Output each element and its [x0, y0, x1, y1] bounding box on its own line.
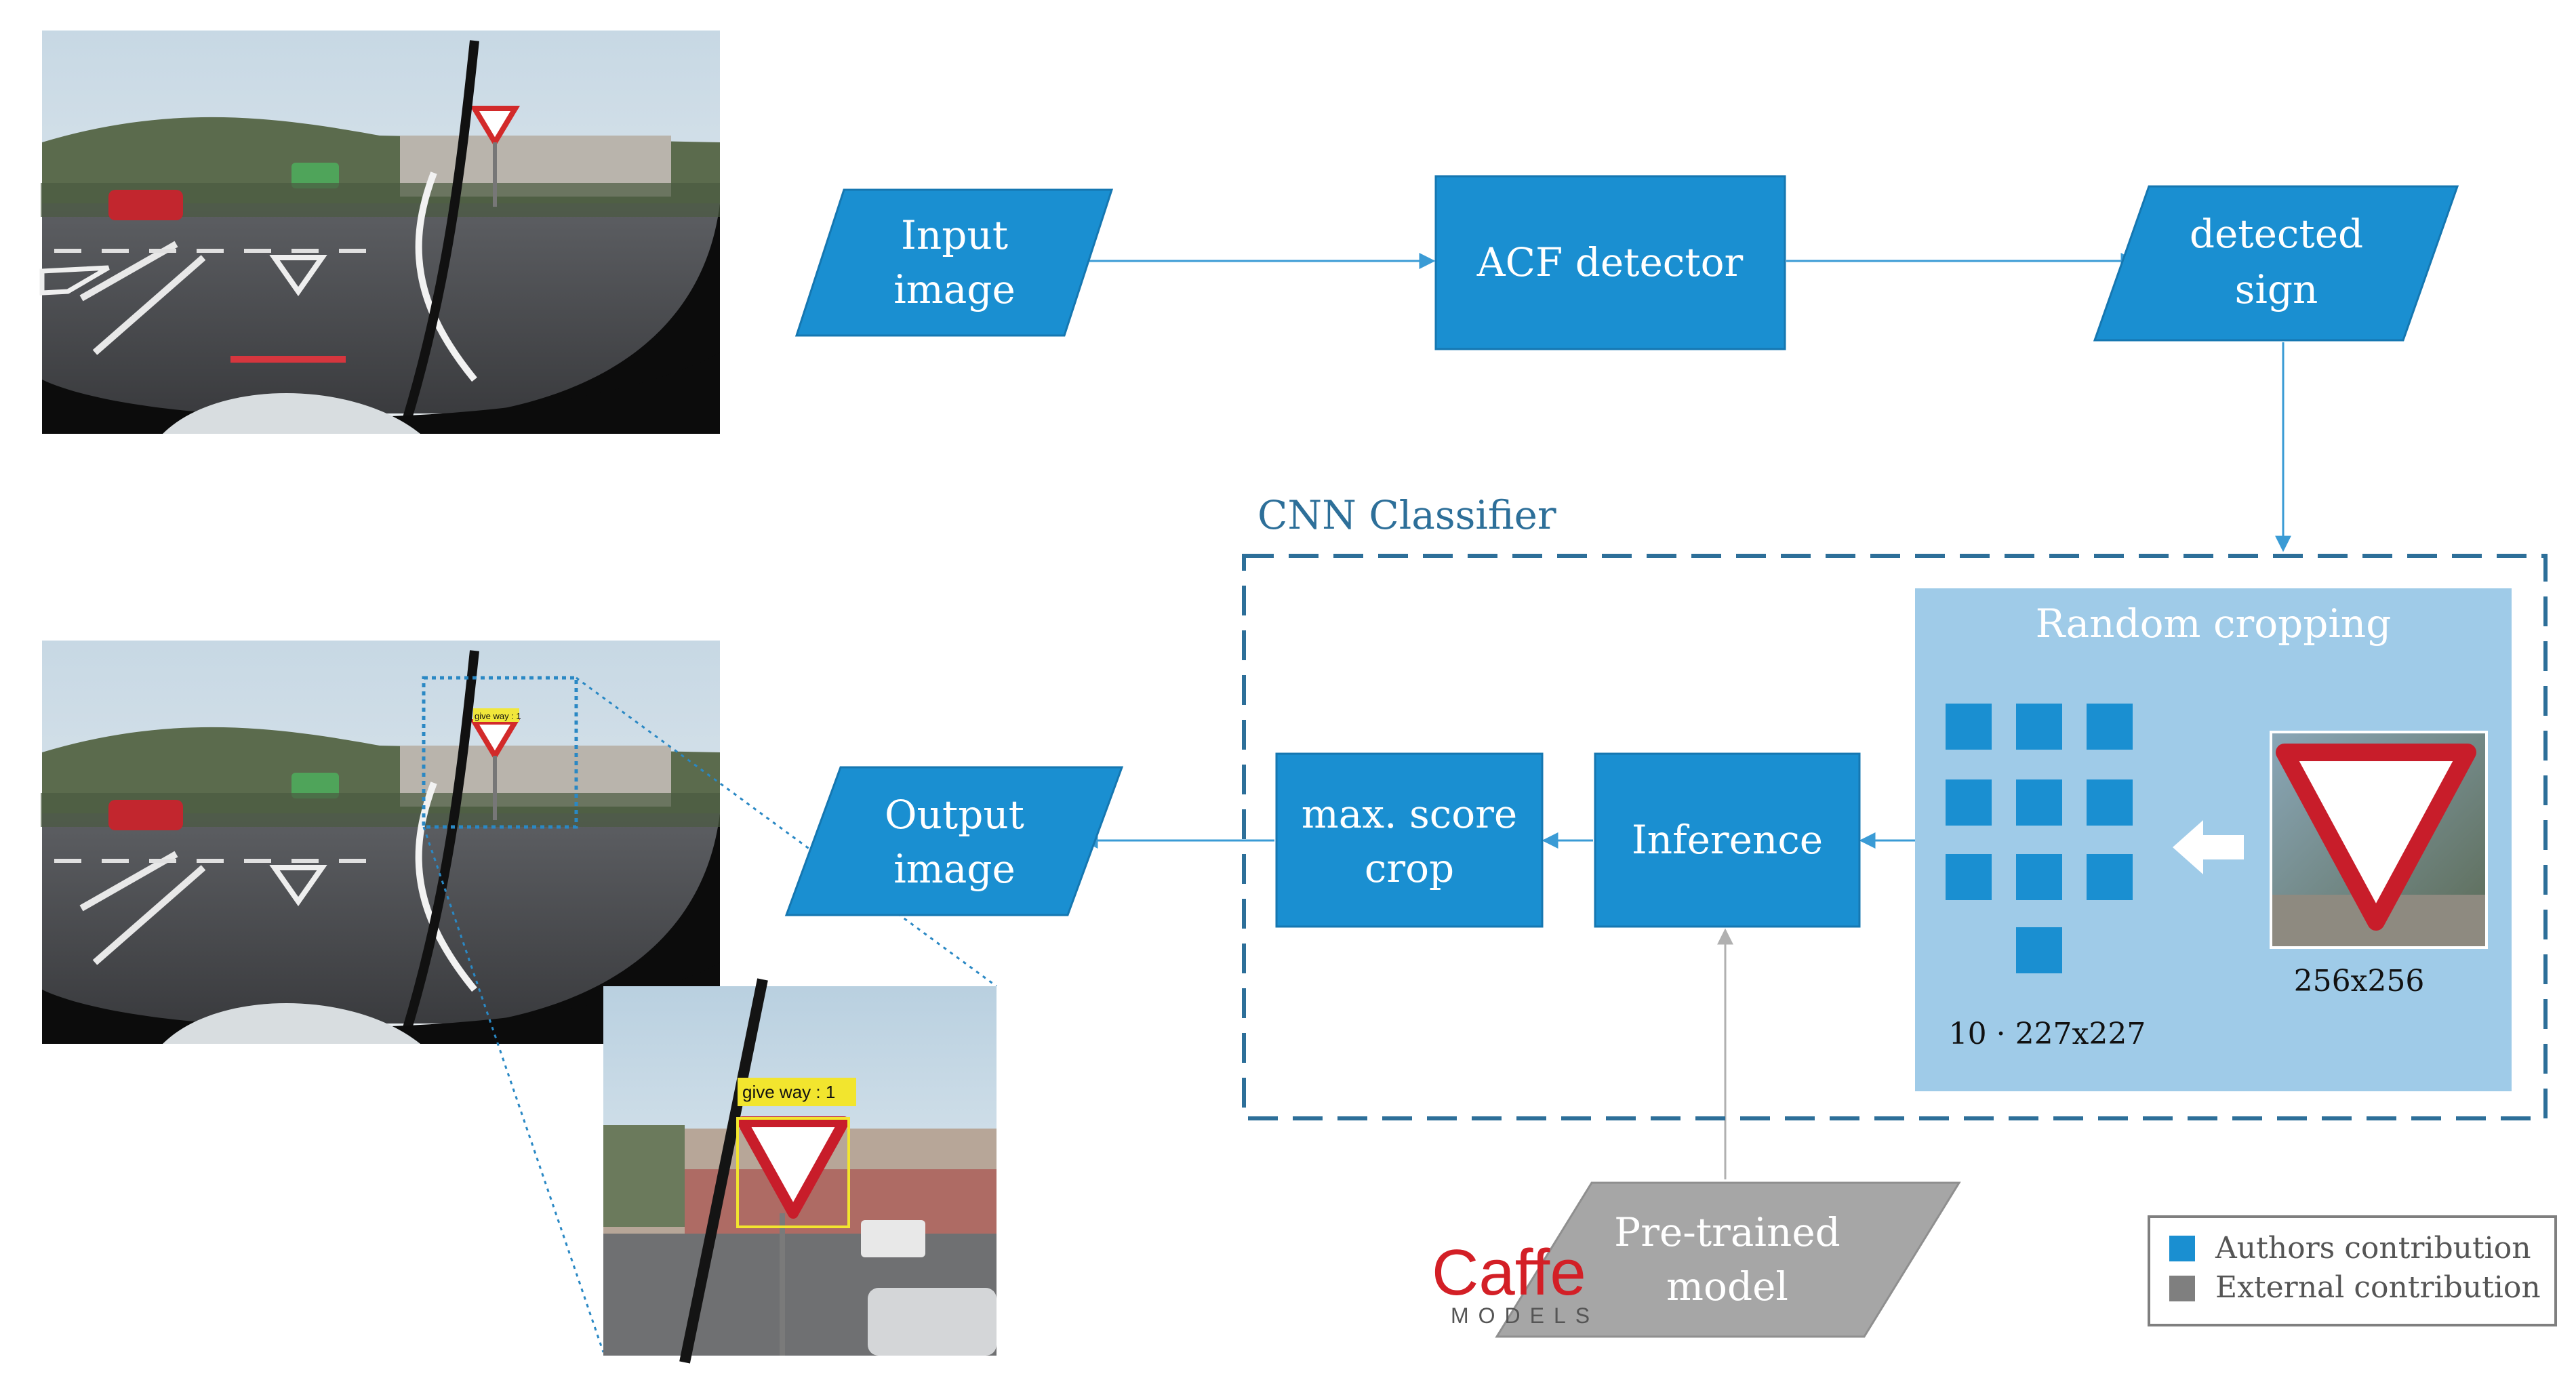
- size-label: 256x256: [2294, 964, 2425, 998]
- max-score-crop-node: max. score crop: [1275, 752, 1544, 928]
- crop-tile: [2016, 927, 2062, 973]
- legend-label-external: External contribution: [2215, 1270, 2541, 1305]
- caffe-logo: Caffe MODELS: [1432, 1236, 1599, 1328]
- pretrained-model-label-line2: model: [1666, 1263, 1788, 1310]
- input-image-node: Input image: [794, 188, 1114, 337]
- flow-arrows: [1081, 253, 2291, 1179]
- output-image-label-line1: Output: [885, 792, 1024, 838]
- zoom-connectors: [422, 676, 997, 1353]
- cnn-classifier-box: [1242, 554, 2548, 1120]
- crop-tile: [1946, 704, 1992, 750]
- crop-tile: [2087, 854, 2133, 900]
- max-score-crop-label-line1: max. score: [1302, 791, 1517, 837]
- output-image-label-line2: image: [893, 846, 1015, 892]
- caffe-logo-word: Caffe: [1432, 1236, 1586, 1309]
- output-image-node: Output image: [784, 766, 1124, 916]
- input-image-label-line2: image: [893, 266, 1015, 312]
- zoom-detection-tag: give way : 1: [742, 1082, 835, 1102]
- crop-tile: [2087, 704, 2133, 750]
- legend: Authors contribution External contributi…: [2148, 1215, 2557, 1326]
- detected-sign-label-line1: detected: [2190, 211, 2363, 257]
- legend-swatch-authors: [2169, 1236, 2195, 1261]
- pretrained-model-label-line1: Pre-trained: [1614, 1209, 1840, 1255]
- crop-tile: [2087, 779, 2133, 826]
- legend-swatch-external: [2169, 1276, 2195, 1301]
- max-score-crop-label-line2: crop: [1365, 845, 1454, 891]
- crop-tile: [2016, 704, 2062, 750]
- output-photo: [41, 641, 720, 1044]
- input-image-label-line1: Input: [901, 212, 1008, 258]
- crop-tile: [2016, 854, 2062, 900]
- crops-label: 10 · 227x227: [1949, 1017, 2146, 1051]
- sign-crop-image: [2270, 731, 2488, 949]
- zoom-inset-photo: give way : 1: [603, 978, 997, 1364]
- crop-grid: [1946, 704, 2133, 973]
- caffe-logo-sub: MODELS: [1451, 1303, 1599, 1328]
- small-detection-tag: give way : 1: [475, 711, 521, 721]
- acf-detector-node: ACF detector: [1434, 175, 1786, 350]
- random-cropping-panel: Random cropping 256x256 10 · 227x227: [1915, 588, 2512, 1091]
- crop-tile: [2016, 779, 2062, 826]
- crop-tile: [1946, 854, 1992, 900]
- acf-detector-label: ACF detector: [1476, 239, 1744, 285]
- pretrained-model-node: Pre-trained model: [1495, 1181, 1961, 1338]
- inference-node: Inference: [1594, 752, 1861, 928]
- input-photo: [39, 31, 720, 434]
- detected-sign-node: detected sign: [2093, 185, 2459, 342]
- legend-label-authors: Authors contribution: [2215, 1231, 2531, 1265]
- random-cropping-title: Random cropping: [2036, 601, 2392, 647]
- inference-label: Inference: [1632, 817, 1823, 863]
- crop-tile: [1946, 779, 1992, 826]
- detected-sign-label-line2: sign: [2235, 266, 2318, 312]
- zoom-detection-tag-bg: [738, 1078, 856, 1106]
- detection-roi-box: [422, 676, 578, 829]
- left-arrow-icon: [2173, 820, 2244, 874]
- cnn-classifier-title: CNN Classifier: [1257, 492, 1556, 538]
